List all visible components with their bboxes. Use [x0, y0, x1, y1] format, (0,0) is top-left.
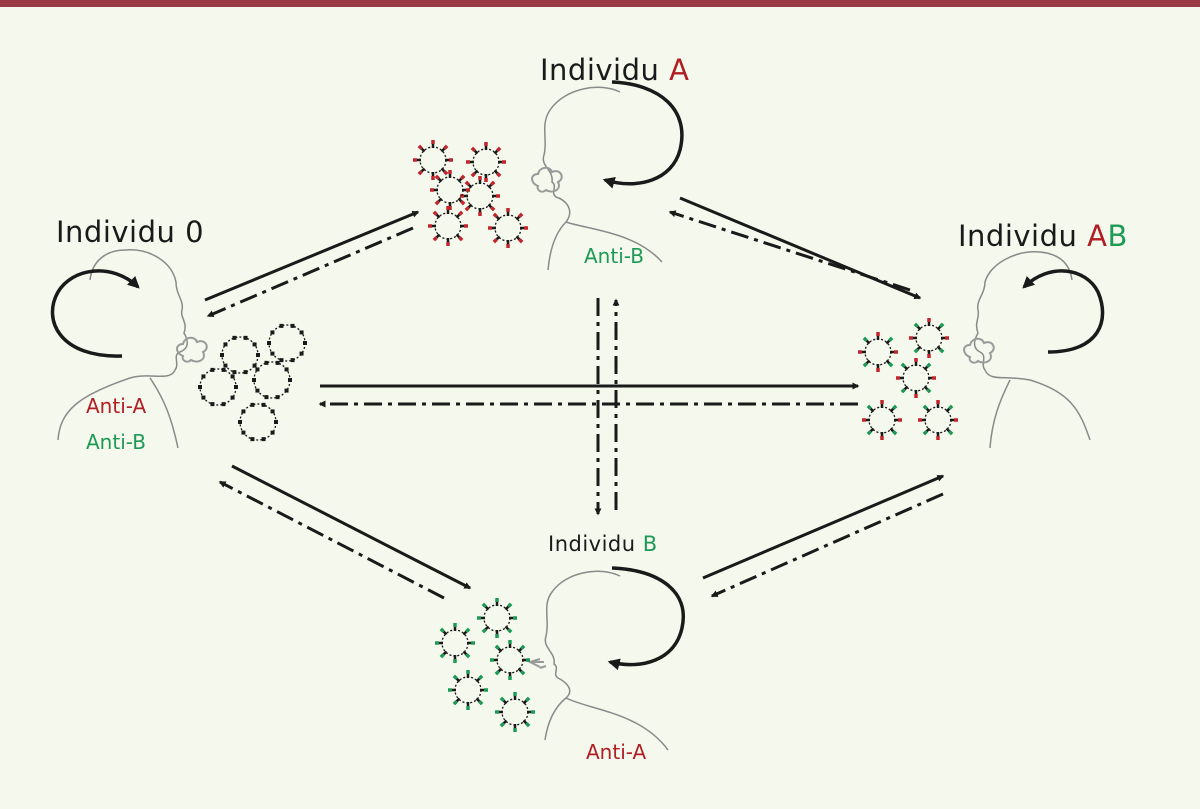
- cell-molecule: [490, 640, 530, 680]
- group-label: A: [669, 53, 690, 87]
- cell-molecule: [435, 623, 475, 663]
- self-arrow-icon: [50, 80, 1105, 671]
- breath-icon: [176, 166, 995, 669]
- antibody-label: Anti-A: [586, 740, 647, 764]
- cell-molecule: [896, 358, 936, 398]
- cell-molecule: [488, 208, 528, 248]
- cell-molecule: [448, 670, 488, 710]
- group-label: B: [642, 532, 658, 556]
- group-label: 0: [185, 215, 205, 249]
- cell-molecule: [198, 367, 238, 407]
- title-prefix: Individu: [958, 219, 1088, 253]
- silhouette-individual-a: [542, 86, 663, 271]
- cell-molecule: [238, 402, 278, 442]
- molecule-cluster-individual-0: [198, 323, 307, 442]
- cell-molecule: [858, 332, 898, 372]
- silhouette-individual-b: [544, 570, 669, 751]
- cell-molecule: [413, 140, 453, 180]
- cell-molecule: [918, 400, 958, 440]
- title-individual-a: Individu A: [540, 56, 689, 85]
- antibody-label: Anti-A: [86, 394, 147, 418]
- cell-molecule: [909, 318, 949, 358]
- return-arrow-dashdot: [206, 210, 944, 600]
- molecule-cluster-individual-a: [413, 140, 528, 248]
- title-individual-b: Individu B: [548, 534, 658, 555]
- cell-molecule: [495, 692, 535, 732]
- header-band: [0, 0, 1200, 7]
- silhouette-individual-0: [57, 249, 188, 449]
- antibody-label: Anti-B: [86, 430, 146, 454]
- title-prefix: Individu: [548, 532, 643, 556]
- cell-molecule: [220, 335, 260, 375]
- cell-molecule: [466, 142, 506, 182]
- title-prefix: Individu: [56, 215, 186, 249]
- title-individual-ab: Individu AB: [958, 222, 1128, 251]
- group-label-a: A: [1087, 219, 1108, 253]
- molecule-cluster-individual-ab: [858, 318, 958, 440]
- cell-molecule: [430, 170, 470, 210]
- silhouette-individual-ab: [973, 251, 1091, 449]
- cell-molecule: [428, 206, 468, 246]
- group-label-b: B: [1107, 219, 1128, 253]
- cell-molecule: [477, 598, 517, 638]
- cell-molecule: [460, 176, 500, 216]
- antibody-label: Anti-B: [584, 244, 644, 268]
- cell-molecule: [267, 323, 307, 363]
- molecule-cluster-individual-b: [435, 598, 535, 732]
- title-prefix: Individu: [540, 53, 670, 87]
- cell-molecule: [252, 360, 292, 400]
- title-individual-0: Individu 0: [56, 218, 204, 247]
- transfusion-arrow: [204, 196, 945, 590]
- cell-molecule: [862, 400, 902, 440]
